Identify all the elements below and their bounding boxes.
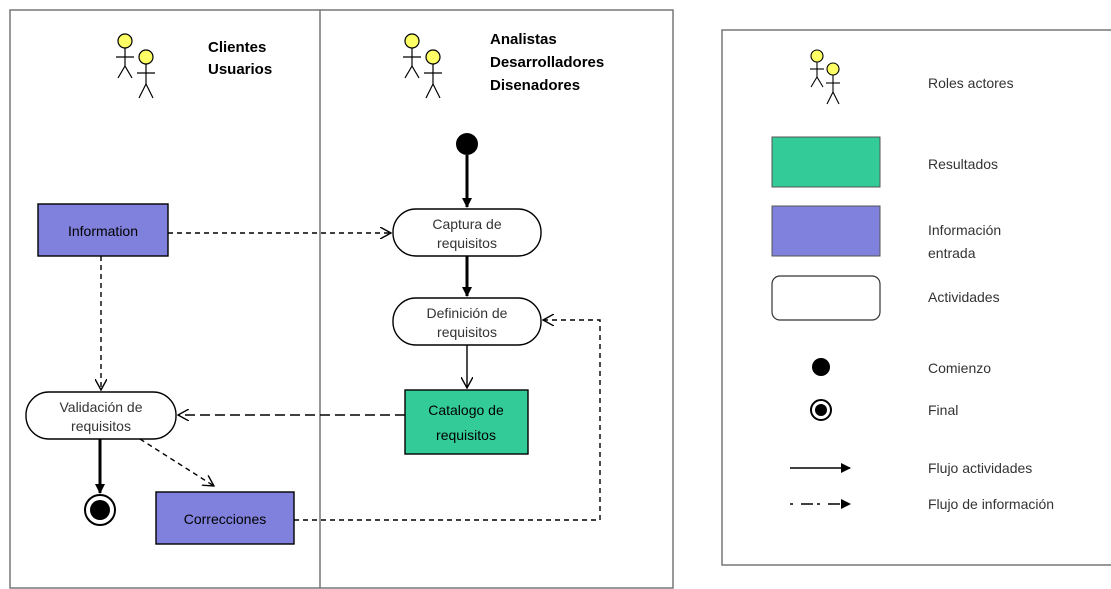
result-catalogo-label-2: requisitos: [436, 427, 496, 443]
legend-resultados-label: Resultados: [928, 156, 998, 172]
legend-final-icon: [810, 399, 832, 421]
final-node: [84, 494, 116, 526]
result-catalogo: [404, 389, 529, 455]
information-box: [37, 203, 169, 257]
info-flow-validacion-to-correcciones: [139, 438, 214, 486]
actor-icon-analistas: [403, 33, 442, 99]
result-catalogo-label-1: Catalogo de: [428, 402, 504, 418]
legend-flujo-informacion-label: Flujo de información: [928, 496, 1054, 512]
lane-title-right-2: Desarrolladores: [490, 54, 604, 71]
legend-actor-icon: [810, 49, 840, 105]
lane-title-right-1: Analistas: [490, 31, 557, 48]
activity-validacion-label-2: requisitos: [71, 418, 131, 434]
legend-actividades-swatch: [771, 275, 881, 321]
correcciones-label: Correcciones: [184, 511, 266, 527]
actor-icon-clientes: [116, 33, 155, 99]
lane-title-left-1: Clientes: [208, 39, 266, 56]
information-label: Information: [68, 223, 138, 239]
legend-actividades-label: Actividades: [928, 289, 1000, 305]
legend-resultados-swatch: [771, 136, 881, 188]
legend-frame: [721, 29, 1111, 566]
info-flow-correcciones-to-definicion: [294, 320, 601, 521]
legend-info-label-2: entrada: [928, 245, 976, 261]
legend-roles-label: Roles actores: [928, 75, 1014, 91]
activity-captura-label-2: requisitos: [437, 235, 497, 251]
legend-flujo-actividades-label: Flujo actividades: [928, 460, 1032, 476]
lane-title-right-3: Disenadores: [490, 77, 580, 94]
lane-title-left-2: Usuarios: [208, 61, 272, 78]
activity-validacion-label-1: Validación de: [59, 399, 142, 415]
correcciones-box: [155, 491, 295, 545]
activity-definicion-label-2: requisitos: [437, 324, 497, 340]
legend-comienzo-label: Comienzo: [928, 360, 991, 376]
legend-start-icon: [812, 358, 830, 376]
activity-definicion-label-1: Definición de: [427, 305, 508, 321]
start-node: [456, 133, 478, 155]
legend-info-label-1: Información: [928, 222, 1001, 238]
diagram-frame: [9, 9, 674, 589]
activity-captura-label-1: Captura de: [432, 216, 501, 232]
legend-info-swatch: [771, 205, 881, 257]
legend-final-label: Final: [928, 402, 958, 418]
